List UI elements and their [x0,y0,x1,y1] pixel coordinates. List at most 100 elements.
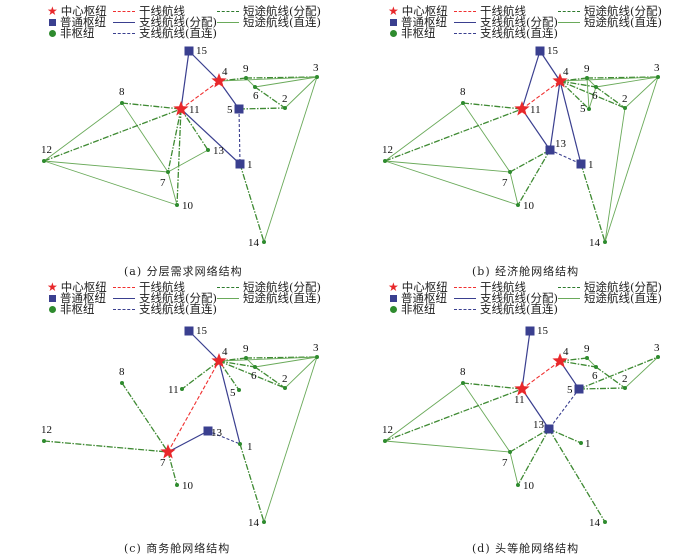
node-label-13: 13 [213,145,225,157]
edge-short-alloc-8-7 [121,382,169,453]
node-label-15: 15 [196,45,208,57]
node-label-13: 13 [533,419,545,431]
short-direct-line-icon [558,22,580,23]
center-hub-node-4 [211,353,227,368]
star-icon: ★ [47,4,58,18]
edge-short-alloc-6-2 [254,366,286,389]
normal-hub-node-15 [184,326,194,336]
edge-short-alloc-5-2 [238,107,286,110]
edge-short-direct-12-7 [43,160,169,173]
node-label-11: 11 [189,104,200,116]
trunk-line-icon [454,11,476,12]
non-hub-node-12 [383,439,387,443]
node-label-13: 13 [211,427,223,439]
edges [384,330,659,523]
short-direct-line-icon [217,298,239,299]
node-label-14: 14 [248,517,260,529]
edge-short-alloc-11-7 [167,108,182,173]
edge-short-direct-2-14 [604,107,626,243]
node-label-8: 8 [460,86,466,98]
node-label-2: 2 [282,373,288,385]
legend-center-hub: 中心枢纽 [60,280,107,294]
caption-a: (a) 分层需求网络结构 [124,265,243,278]
edge-short-direct-4-3 [559,76,659,82]
panel-c: ★中心枢纽 普通枢纽 非枢纽 干线航线 支线航线(分配) 支线航线(直连) 短途… [0,276,350,555]
edges [43,330,318,523]
edge-short-alloc-4-6 [218,360,256,368]
node-label-8: 8 [119,86,125,98]
non-hub-node-5 [237,388,241,392]
edge-short-direct-2-3 [624,356,659,389]
node-label-6: 6 [592,90,598,102]
edge-trunk-11-4 [521,360,561,390]
node-label-6: 6 [592,370,598,382]
non-hub-node-14 [262,240,266,244]
legend-short-alloc: 短途航线(分配) [243,4,321,18]
edge-short-alloc-12-11 [384,108,523,162]
caption-c: (c) 商务舱网络结构 [124,542,231,555]
edge-short-alloc-12-7 [43,440,169,453]
node-label-14: 14 [589,517,601,529]
node-label-3: 3 [313,62,319,74]
edge-short-alloc-6-2 [595,366,626,389]
legend-branch-alloc: 支线航线(分配) [480,15,558,29]
non-hub-node-12 [42,439,46,443]
non-hub-node-10 [175,483,179,487]
node-label-12: 12 [41,144,52,156]
legend-short-direct: 短途航线(直连) [243,291,321,305]
edge-short-direct-12-10 [384,160,519,206]
edge-branch-alloc-15-11 [180,50,190,110]
node-label-2: 2 [622,373,628,385]
legend-branch-direct: 支线航线(直连) [139,26,217,40]
node-label-1: 1 [247,159,253,171]
edge-short-alloc-7-13 [509,428,550,453]
edge-short-direct-7-13 [167,149,209,173]
edge-branch-alloc-4-1 [559,80,582,165]
node-label-9: 9 [584,63,590,75]
legend: ★中心枢纽 普通枢纽 非枢纽 干线航线 支线航线(分配) 支线航线(直连) 短途… [388,281,688,318]
legend-center-hub: 中心枢纽 [60,4,107,18]
legend-short-direct: 短途航线(直连) [584,291,662,305]
legend-branch-alloc: 支线航线(分配) [139,291,217,305]
non-hub-node-6 [594,365,598,369]
short-alloc-line-icon [558,287,580,288]
legend-branch-alloc: 支线航线(分配) [480,291,558,305]
edge-short-alloc-11-13 [180,108,209,151]
square-icon [390,295,397,302]
normal-hub-node-13 [203,426,213,436]
edge-short-alloc-4-11 [181,360,220,390]
panel-d: ★中心枢纽 普通枢纽 非枢纽 干线航线 支线航线(分配) 支线航线(直连) 短途… [350,276,700,555]
node-label-15: 15 [537,325,549,337]
edge-short-direct-6-3 [254,356,318,368]
edge-short-alloc-4-6 [559,80,597,88]
node-label-5: 5 [567,384,573,396]
center-hub-node-4 [552,73,568,88]
node-label-3: 3 [654,62,660,74]
legend-normal-hub: 普通枢纽 [401,291,447,305]
edge-short-direct-9-6 [245,357,256,368]
node-label-10: 10 [523,480,535,492]
node-label-10: 10 [182,480,194,492]
non-hub-node-3 [656,75,660,79]
non-hub-node-9 [585,356,589,360]
edge-trunk-7-4 [167,360,220,453]
edge-short-alloc-8-11 [462,382,523,390]
panel-b: ★中心枢纽 普通枢纽 非枢纽 干线航线 支线航线(分配) 支线航线(直连) 短途… [350,0,700,278]
normal-hub-node-15 [184,46,194,56]
edge-short-alloc-11-10 [176,108,182,206]
center-hub-node-11 [173,101,189,116]
edge-short-alloc-5-3 [578,356,659,390]
non-hub-node-3 [315,75,319,79]
edge-short-alloc-7-10 [167,451,178,486]
caption-d: (d) 头等舱网络结构 [472,542,580,555]
edge-short-direct-9-5 [586,77,590,110]
non-hub-node-10 [516,203,520,207]
edge-short-direct-12-7 [384,440,511,453]
edge-branch-alloc-11-1 [180,108,241,165]
edge-branch-direct-5-13 [548,388,580,430]
node-label-1: 1 [585,438,591,450]
edge-short-direct-9-6 [586,77,597,88]
